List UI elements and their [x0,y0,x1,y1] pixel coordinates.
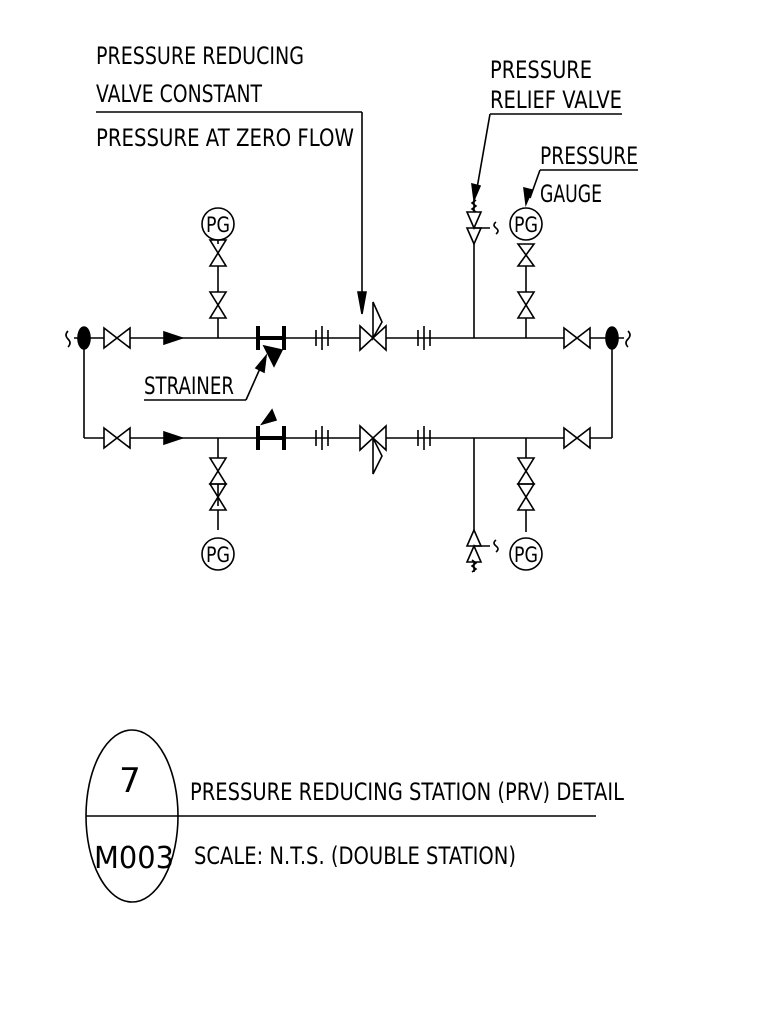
upper-pressure-relief-valve [467,200,498,338]
gauge-callout-leader [524,170,638,204]
upper-inlet-gate-valve [104,328,130,348]
lower-left-gauge-branch [210,438,226,530]
lower-left-gauge-tag: PG [206,543,230,567]
lower-outlet-gate-valve [564,428,590,448]
lower-union-right [418,426,430,450]
detail-title: PRESSURE REDUCING STATION (PRV) DETAIL [190,778,625,806]
upper-outlet-gate-valve [564,328,590,348]
upper-pressure-reducing-valve [360,302,386,350]
gauge-callout-line2: GAUGE [540,180,602,208]
sheet-number: M003 [94,841,174,876]
prv-callout-line2: VALVE CONSTANT [96,80,262,108]
outlet-connection-dot [606,327,618,349]
detail-bubble [86,730,596,902]
lower-strainer [258,410,284,450]
lower-left-pressure-gauge [202,538,234,570]
lower-pressure-reducing-valve [360,426,386,474]
prv-callout-line1: PRESSURE REDUCING [96,42,304,70]
upper-right-gauge-branch [518,244,534,338]
strainer-callout-leader [144,356,266,400]
prv-callout-line3: PRESSURE AT ZERO FLOW [96,124,354,152]
lower-union-left [316,426,328,450]
detail-number: 7 [119,761,141,801]
detail-scale: SCALE: N.T.S. (DOUBLE STATION) [194,842,516,870]
upper-union-right [418,326,430,350]
relief-callout-line1: PRESSURE [490,56,592,84]
lower-right-pressure-gauge [510,538,542,570]
lower-right-gauge-branch [518,438,534,532]
upper-left-pressure-gauge [202,208,234,240]
upper-right-pressure-gauge [510,208,542,240]
upper-union-left [316,326,328,350]
upper-right-gauge-tag: PG [514,213,538,237]
relief-callout-line2: RELIEF VALVE [490,86,622,114]
upper-left-gauge-branch [210,240,226,338]
lower-inlet-gate-valve [104,428,130,448]
lower-right-gauge-tag: PG [514,543,538,567]
lower-flow-arrow [164,432,182,444]
upper-strainer [258,326,284,366]
prv-callout-leader [96,112,366,314]
upper-left-gauge-tag: PG [206,213,230,237]
relief-valve-callout-leader [472,114,622,200]
gauge-callout-line1: PRESSURE [540,142,638,170]
lower-pressure-relief-valve [467,438,498,572]
strainer-callout: STRAINER [144,372,234,400]
upper-flow-arrow [164,332,182,344]
inlet-connection-dot [78,327,90,349]
